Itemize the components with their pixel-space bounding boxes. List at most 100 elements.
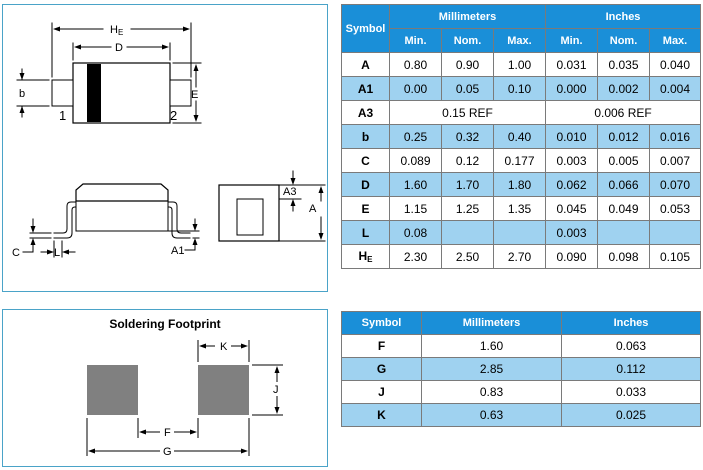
dim-cell: 0.066 (597, 172, 651, 197)
cathode-band (87, 64, 101, 122)
dim-cell: 0.40 (492, 124, 547, 149)
dim-cell: 1.00 (492, 52, 547, 77)
fp-cell: 0.63 (421, 403, 562, 427)
dim-cell (649, 220, 702, 245)
fp-row-f: F 1.60 0.063 (341, 334, 701, 358)
dim-cell: 0.098 (597, 244, 651, 269)
package-drawing-panel: HE D b E 1 2 (2, 4, 328, 292)
footprint-table: Symbol Millimeters Inches F 1.60 0.063 G… (341, 311, 701, 427)
pin1-label: 1 (59, 108, 66, 123)
dim-cell: 0.031 (545, 52, 599, 77)
dim-cell: 0.090 (545, 244, 599, 269)
dim-symbol: A (341, 52, 390, 77)
end-view-labels: A3 A (283, 186, 317, 215)
dim-cell (492, 220, 547, 245)
package-drawing: HE D b E 1 2 (12, 22, 326, 259)
dimension-table: Symbol Millimeters Inches Min. Nom. Max.… (341, 4, 702, 269)
dim-subheader-mm-nom: Nom. (441, 28, 494, 53)
dim-cell: 2.30 (389, 244, 442, 269)
dim-subheader-mm-min: Min. (389, 28, 442, 53)
b-label: b (19, 88, 25, 100)
fp-row-k: K 0.63 0.025 (341, 403, 701, 427)
dim-cell: 1.70 (441, 172, 494, 197)
he-label: HE (110, 24, 123, 37)
dim-cell (597, 220, 651, 245)
dim-cell: 0.003 (545, 148, 599, 173)
fp-cell: 0.033 (561, 380, 701, 404)
dim-cell: 0.10 (492, 76, 547, 101)
dim-cell: 0.32 (441, 124, 494, 149)
dim-cell: 0.010 (545, 124, 599, 149)
footprint-dimensions (86, 340, 283, 456)
he-label-text: H (110, 24, 118, 36)
dim-cell: 1.25 (441, 196, 494, 221)
j-label: J (273, 384, 279, 396)
end-view (218, 170, 326, 242)
dim-cell: 0.004 (649, 76, 702, 101)
soldering-footprint-panel: Soldering Footprint (2, 309, 328, 467)
dim-symbol: D (341, 172, 390, 197)
c-label: C (12, 247, 20, 259)
fp-header-inches: Inches (561, 311, 701, 335)
dim-cell: 0.90 (441, 52, 494, 77)
dim-row-b: b 0.25 0.32 0.40 0.010 0.012 0.016 (341, 124, 702, 149)
dim-symbol-main: H (358, 249, 368, 263)
f-label: F (164, 427, 171, 439)
a3-label: A3 (283, 186, 296, 198)
footprint-pad-left (87, 365, 138, 415)
dim-cell: 0.012 (597, 124, 651, 149)
dim-cell: 0.045 (545, 196, 599, 221)
a1-label: A1 (171, 245, 184, 257)
fp-cell: 0.83 (421, 380, 562, 404)
top-view (16, 22, 202, 124)
fp-symbol: F (341, 334, 422, 358)
side-view-labels: C L A1 (12, 245, 184, 259)
dim-subheader-in-nom: Nom. (597, 28, 651, 53)
dim-cell: 0.12 (441, 148, 494, 173)
dim-cell: 2.70 (492, 244, 547, 269)
dim-cell: 1.80 (492, 172, 547, 197)
dim-cell: 0.00 (389, 76, 442, 101)
dim-row-he: HE 2.30 2.50 2.70 0.090 0.098 0.105 (341, 244, 702, 269)
a-label: A (309, 203, 317, 215)
dim-row-a: A 0.80 0.90 1.00 0.031 0.035 0.040 (341, 52, 702, 77)
fp-header-symbol: Symbol (341, 311, 422, 335)
dim-cell: 2.50 (441, 244, 494, 269)
dim-cell-ref: 0.15 REF (388, 100, 547, 125)
fp-cell: 1.60 (421, 334, 562, 358)
fp-row-j: J 0.83 0.033 (341, 380, 701, 404)
dim-symbol-sub: E (367, 255, 373, 264)
d-label: D (115, 42, 123, 54)
k-label: K (220, 341, 228, 353)
he-label-sub: E (118, 28, 123, 37)
footprint-labels: K J F G (163, 341, 279, 458)
fp-cell: 0.112 (561, 357, 701, 381)
dim-cell (441, 220, 494, 245)
e-label: E (191, 89, 198, 101)
dim-row-l: L 0.08 0.003 (341, 220, 702, 245)
dim-cell: 0.003 (545, 220, 599, 245)
fp-cell: 0.025 (561, 403, 701, 427)
dim-cell: 0.80 (389, 52, 442, 77)
dim-row-c: C 0.089 0.12 0.177 0.003 0.005 0.007 (341, 148, 702, 173)
dim-cell: 0.053 (649, 196, 702, 221)
footprint-title: Soldering Footprint (109, 317, 220, 331)
dim-header-symbol: Symbol (341, 4, 390, 53)
dim-cell: 0.049 (597, 196, 651, 221)
dim-cell: 0.040 (649, 52, 702, 77)
footprint-drawing: Soldering Footprint (86, 317, 283, 458)
l-label: L (54, 247, 60, 259)
dim-symbol: b (341, 124, 390, 149)
dim-cell: 0.000 (545, 76, 599, 101)
dim-symbol: A3 (341, 100, 390, 125)
dim-symbol: E (341, 196, 390, 221)
dim-row-a3: A3 0.15 REF 0.006 REF (341, 100, 702, 125)
fp-header-millimeters: Millimeters (421, 311, 562, 335)
dim-symbol: HE (341, 244, 390, 269)
dim-cell: 0.177 (492, 148, 547, 173)
dim-cell: 0.105 (649, 244, 702, 269)
dim-cell: 0.08 (389, 220, 442, 245)
top-view-labels: HE D b E 1 2 (19, 24, 198, 123)
dim-header-inches: Inches (545, 4, 702, 29)
footprint-pad-right (198, 365, 249, 415)
